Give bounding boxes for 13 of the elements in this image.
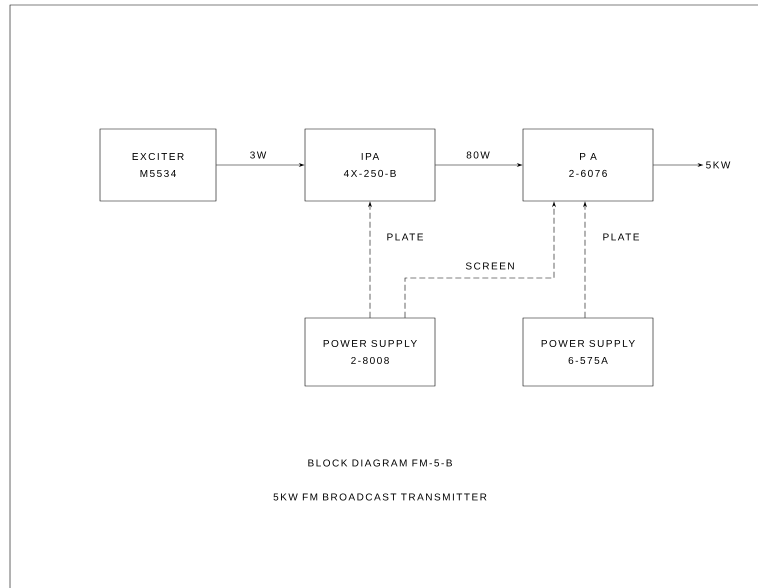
block-box: P A 2-6076 bbox=[522, 128, 654, 202]
block-box: EXCITER M5534 bbox=[100, 128, 216, 202]
output-label: 5KW bbox=[706, 162, 730, 168]
edge-label: PLATE bbox=[386, 232, 424, 242]
edge-label: PLATE bbox=[602, 232, 640, 242]
edge-label: 80W bbox=[465, 150, 491, 160]
block-box: POWER SUPPLY 2-8008 bbox=[304, 318, 436, 386]
block-box: POWER SUPPLY 6-575A bbox=[522, 318, 654, 386]
title: BLOCK DIAGRAM FM-5-B bbox=[308, 459, 452, 467]
edge-label: SCREEN bbox=[464, 261, 516, 271]
edge-label: 3W bbox=[248, 150, 268, 160]
caption: 5KW FM BROADCAST TRANSMITTER bbox=[274, 493, 486, 501]
block-box: IPA 4X-250-B bbox=[304, 128, 436, 202]
